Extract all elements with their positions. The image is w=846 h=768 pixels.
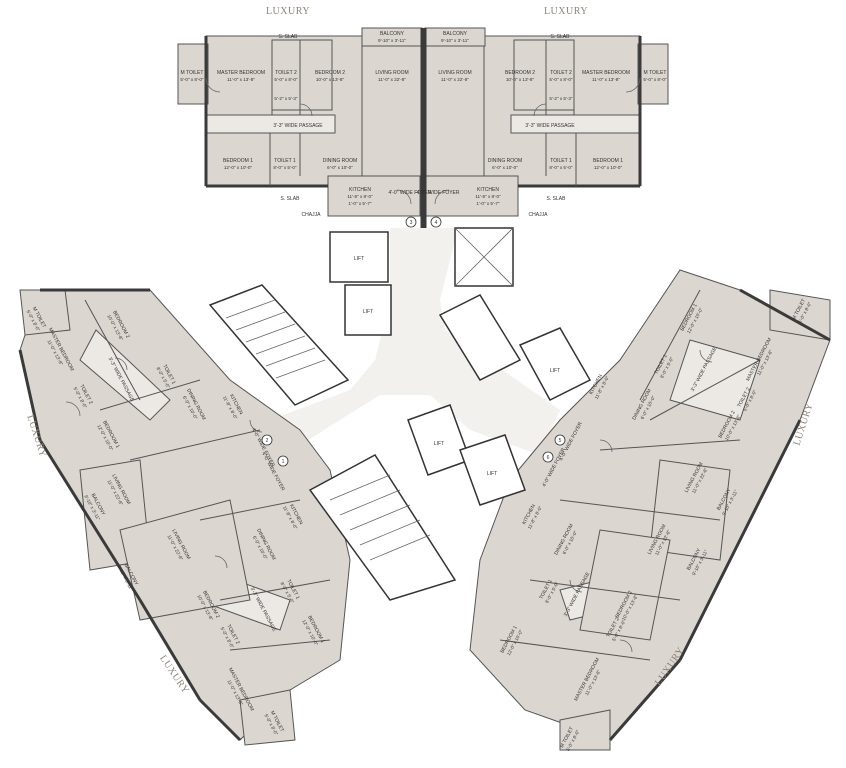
master-bedroom-dim: 11'-0" x 13'-8" [227,77,255,82]
flat-number-6: 6 [542,451,554,463]
kitchen-label: KITCHEN [477,187,499,193]
svg-text:6: 6 [547,455,550,461]
lift-label: LIFT [550,368,560,374]
sslab-label-b: S. SLAB [547,196,567,202]
right-wing [407,269,831,751]
svg-text:2: 2 [266,438,269,444]
passage-label: 3'-3" WIDE PASSAGE [273,123,323,129]
flat-number-3: 3 [405,216,417,228]
luxury-label-top-left: LUXURY [266,6,310,17]
sslab-label: S. SLAB [279,34,299,40]
m-toilet-dim: 5'-0" x 8'-0" [643,77,667,82]
kitchen-label: KITCHEN [349,187,371,193]
balcony-dim: 9'-10" x 3'-11" [441,38,469,43]
balcony-label: BALCONY [443,31,468,37]
sslab-label: S. SLAB [551,34,571,40]
chajja-label: CHAJJA [302,212,322,218]
toilet1-dim: 8'-0" x 5'-0" [549,165,573,170]
flat-number-1: 1 [277,455,289,467]
svg-text:1: 1 [282,459,285,465]
kitchen-dim: 11'-8" x 8'-0" [475,194,501,199]
m-toilet-label: M TOILET [644,70,667,76]
master-bedroom-label: MASTER BEDROOM [582,70,630,76]
master-bedroom-label: MASTER BEDROOM [217,70,265,76]
master-bedroom-dim: 11'-0" x 13'-8" [592,77,620,82]
toilet2-label: TOILET 2 [275,70,297,76]
kitchen-dim-b: 1'-0" x 5'-7" [348,201,372,206]
living-dim: 11'-0" x 22'-8" [378,77,406,82]
flat-number-5: 5 [554,434,566,446]
central-lobby [270,228,560,455]
balcony-label: BALCONY [380,31,405,37]
left-wing [18,284,457,746]
passage-label: 3'-3" WIDE PASSAGE [525,123,575,129]
toilet2-dim-b: 5'-2" x 5'-3" [274,96,298,101]
sslab-label-b: S. SLAB [281,196,301,202]
svg-text:3: 3 [410,220,413,226]
dining-label: DINING ROOM [323,158,357,164]
toilet1-label: TOILET 1 [550,158,572,164]
foyer-label: 4'-0" WIDE FOYER [388,190,431,196]
living-label: LIVING ROOM [375,70,408,76]
bedroom2-dim: 10'-0" x 13'-8" [506,77,535,82]
toilet1-dim: 8'-0" x 5'-0" [273,165,297,170]
bedroom1-dim: 12'-0" x 10'-0" [594,165,623,170]
lift-label: LIFT [487,471,497,477]
dining-dim: 6'-0" x 10'-0" [492,165,518,170]
lift-label: LIFT [363,309,373,315]
toilet2-dim-b: 5'-2" x 5'-3" [549,96,573,101]
toilet2-dim: 5'-0" x 8'-0" [549,77,573,82]
bedroom2-label: BEDROOM 2 [315,70,345,76]
kitchen-dim-b: 1'-0" x 5'-7" [476,201,500,206]
bedroom1-label: BEDROOM 1 [223,158,253,164]
kitchen-dim: 11'-8" x 8'-0" [347,194,373,199]
svg-text:4: 4 [435,220,438,226]
dining-label: DINING ROOM [488,158,522,164]
bedroom1-label: BEDROOM 1 [593,158,623,164]
top-wing [177,27,669,336]
bedroom1-dim: 12'-0" x 10'-0" [224,165,253,170]
lift-label: LIFT [434,441,444,447]
living-label: LIVING ROOM [438,70,471,76]
bedroom2-dim: 10'-0" x 13'-8" [316,77,345,82]
balcony-dim: 9'-10" x 3'-11" [378,38,406,43]
foyer-label: 4'-0" WIDE FOYER [416,190,459,196]
svg-text:5: 5 [559,438,562,444]
toilet1-label: TOILET 1 [274,158,296,164]
bedroom2-label: BEDROOM 2 [505,70,535,76]
m-toilet-label: M TOILET [181,70,204,76]
lift-label: LIFT [354,256,364,262]
m-toilet-dim: 5'-0" x 8'-0" [180,77,204,82]
flat-number-4: 4 [430,216,442,228]
chajja-label: CHAJJA [529,212,549,218]
toilet2-dim: 5'-0" x 8'-0" [274,77,298,82]
dining-dim: 6'-0" x 10'-0" [327,165,353,170]
flat-number-2: 2 [261,434,273,446]
toilet2-label: TOILET 2 [550,70,572,76]
luxury-label-top-right: LUXURY [544,6,588,17]
living-dim: 11'-0" x 22'-8" [441,77,469,82]
